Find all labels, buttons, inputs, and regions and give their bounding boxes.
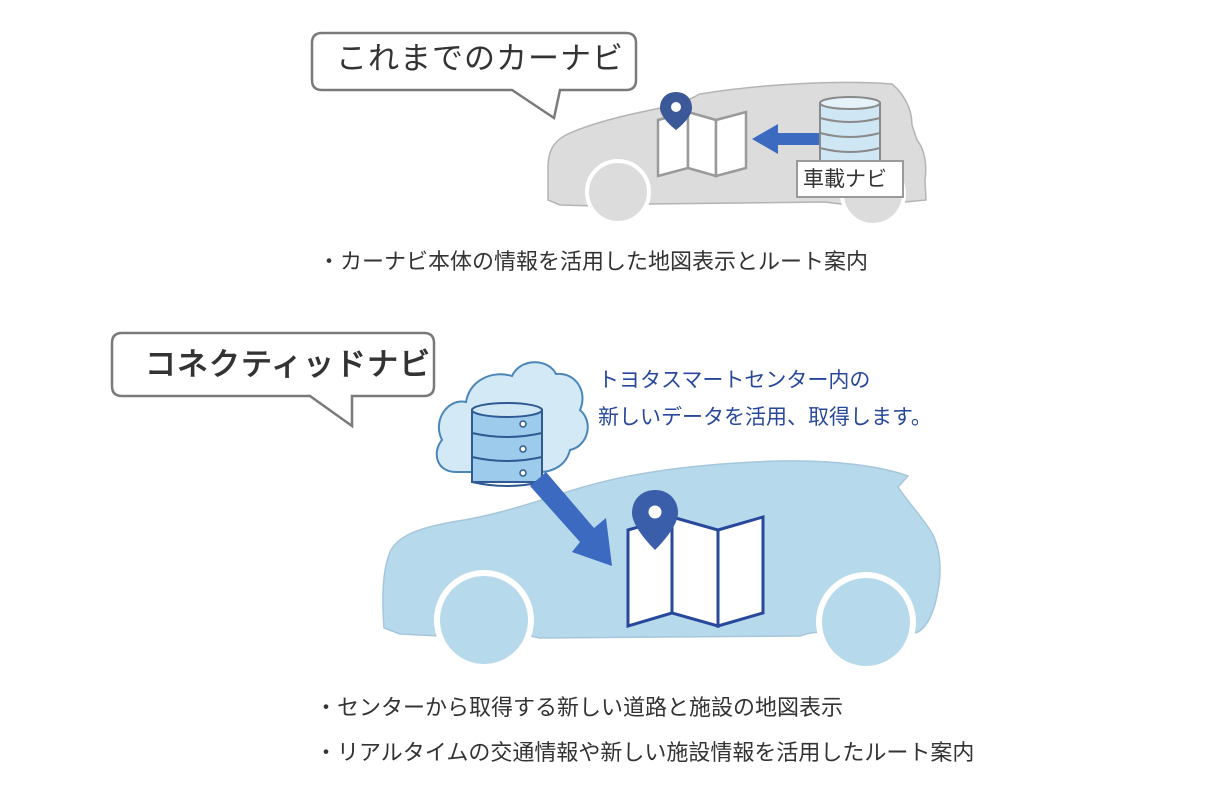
old-map-icon — [656, 110, 748, 178]
old-car-front-wheel — [585, 159, 651, 225]
connected-location-pin-icon — [632, 490, 678, 550]
center-database-icon — [471, 402, 543, 487]
old-navi-caption: ・カーナビ本体の情報を活用した地図表示とルート案内 — [318, 250, 869, 275]
center-note-line-1: トヨタスマートセンター内の — [598, 368, 871, 392]
connected-map-icon — [626, 514, 765, 629]
old-navi-title: これまでのカーナビ — [336, 41, 624, 77]
connected-car-front-wheel — [434, 570, 534, 670]
connected-speech-bubble — [110, 331, 436, 429]
center-note-line-2: 新しいデータを活用、取得します。 — [598, 405, 932, 429]
connected-navi-title: コネクティッドナビ — [145, 347, 432, 383]
connected-navi-caption-1: ・センターから取得する新しい道路と施設の地図表示 — [315, 696, 844, 721]
old-database-icon — [819, 96, 881, 164]
old-location-pin-icon — [660, 92, 692, 130]
connected-car-rear-wheel — [816, 572, 916, 672]
invehicle-navi-label: 車載ナビ — [803, 167, 887, 191]
download-arrow-icon — [530, 472, 612, 566]
connected-navi-caption-2: ・リアルタイムの交通情報や新しい施設情報を活用したルート案内 — [315, 741, 975, 766]
old-arrow-icon — [752, 124, 822, 154]
old-speech-bubble — [310, 31, 638, 121]
invehicle-label-box — [796, 160, 904, 198]
